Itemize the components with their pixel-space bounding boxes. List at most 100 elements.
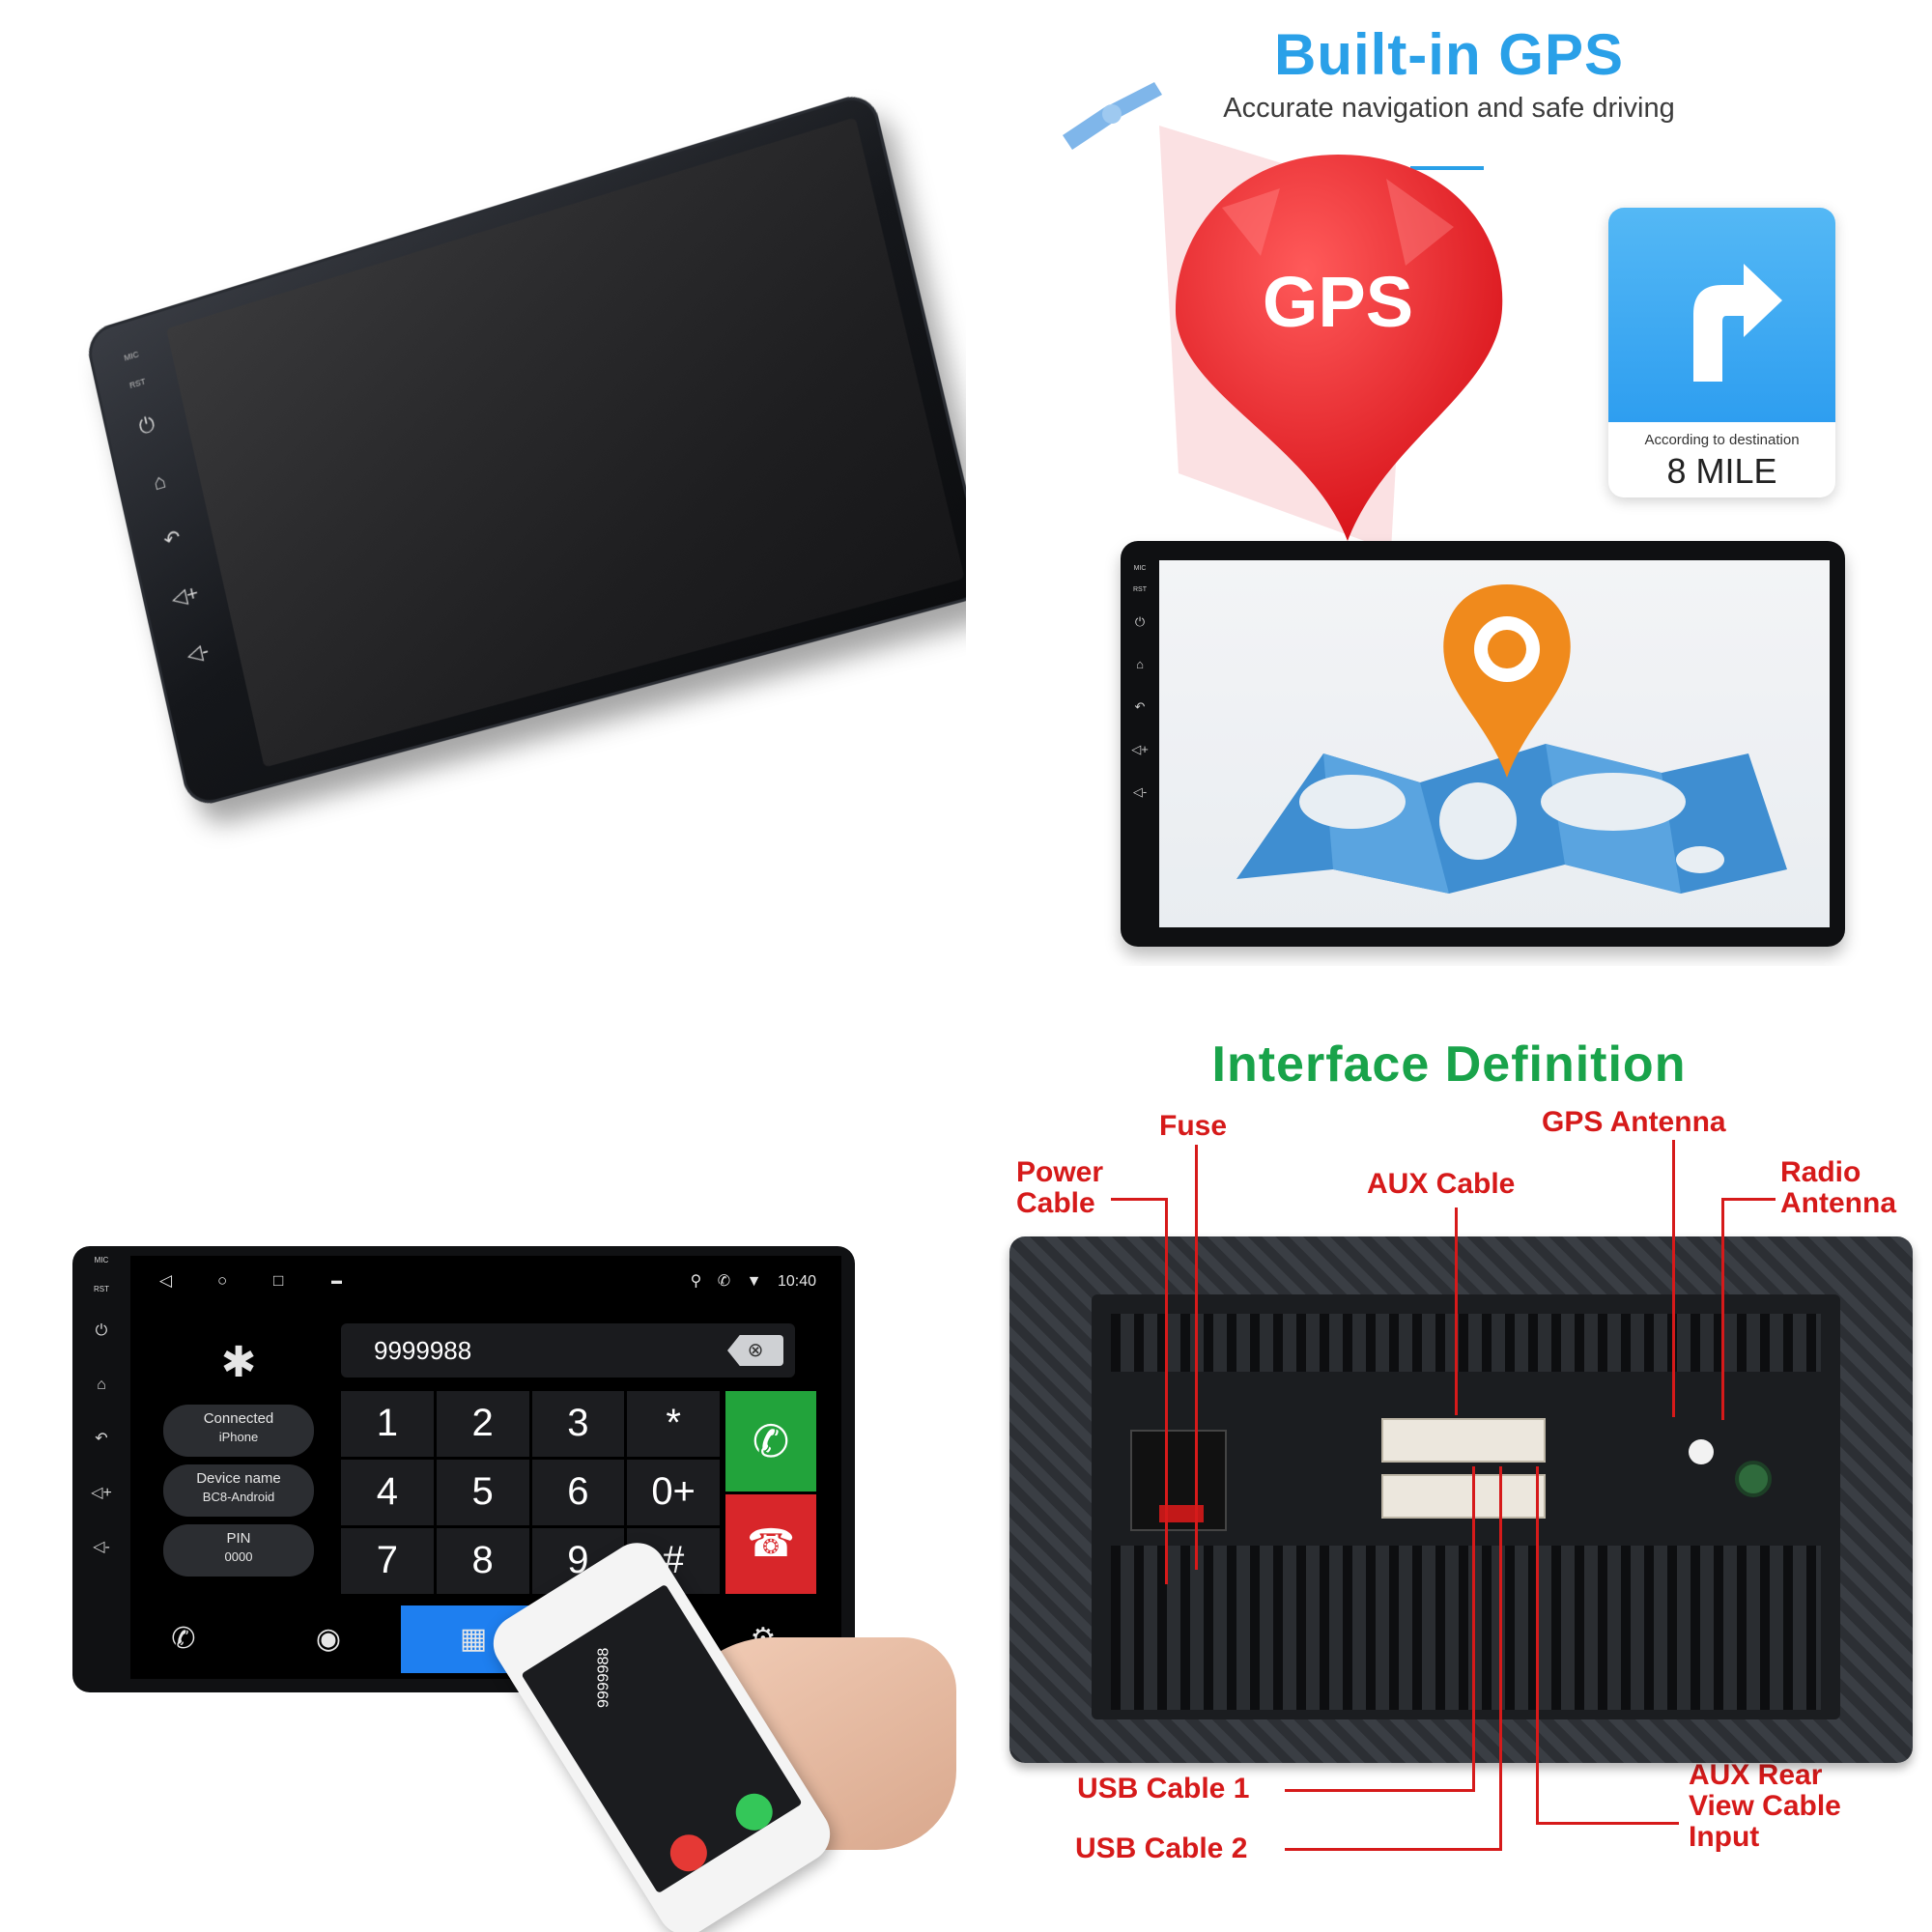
device-name-label: Device name xyxy=(196,1470,281,1487)
location-pin-icon xyxy=(1435,580,1579,782)
pin-pill: PIN 0000 xyxy=(163,1524,314,1577)
aux-connector xyxy=(1381,1418,1546,1463)
key-star[interactable]: * xyxy=(627,1391,720,1457)
aux-rear-label-line2: View Cable xyxy=(1689,1791,1841,1822)
bottom-vents xyxy=(1111,1546,1821,1710)
key-2[interactable]: 2 xyxy=(437,1391,529,1457)
dial-number-value: 9999988 xyxy=(374,1336,471,1365)
call-log-icon: ✆ xyxy=(171,1623,195,1655)
power-icon: ⏻ xyxy=(1126,601,1153,643)
destination-distance: 8 MILE xyxy=(1608,451,1835,492)
leader-line xyxy=(1195,1145,1198,1570)
reset-label: RST xyxy=(1126,580,1153,601)
side-button-column: MIC RST ⏻ ⌂ ↶ ◁+ ◁- xyxy=(1126,558,1153,813)
power-cable-label-line1: Power xyxy=(1016,1157,1103,1188)
key-4[interactable]: 4 xyxy=(341,1460,434,1525)
key-6[interactable]: 6 xyxy=(532,1460,625,1525)
usb-connector xyxy=(1381,1474,1546,1519)
aux-cable-label: AUX Cable xyxy=(1367,1169,1515,1200)
bluetooth-dialer-panel: MIC RST ⏻ ⌂ ↶ ◁+ ◁- ◁ ○ □ ▬ ⚲ ✆ ▼ 10:40 xyxy=(0,966,966,1932)
volume-down-icon: ◁- xyxy=(1126,771,1153,813)
nav-back-icon[interactable]: ◁ xyxy=(159,1271,172,1291)
back-icon: ↶ xyxy=(1126,686,1153,728)
backspace-button[interactable]: ⊗ xyxy=(727,1335,783,1366)
leader-line xyxy=(1536,1822,1679,1825)
mic-label: MIC xyxy=(72,1246,130,1275)
key-0-plus[interactable]: 0+ xyxy=(627,1460,720,1525)
pin-value: 0000 xyxy=(163,1549,314,1564)
aux-rear-label-line3: Input xyxy=(1689,1822,1759,1853)
usb-cable-2-label: USB Cable 2 xyxy=(1075,1833,1247,1864)
key-7[interactable]: 7 xyxy=(341,1528,434,1594)
device-name-value: BC8-Android xyxy=(163,1490,314,1504)
head-unit-rear xyxy=(1009,1236,1913,1763)
rear-connector-plate xyxy=(1092,1294,1840,1719)
volume-up-icon[interactable]: ◁+ xyxy=(72,1466,130,1520)
destination-card: According to destination 8 MILE xyxy=(1608,208,1835,497)
map-screen xyxy=(1159,560,1830,927)
leader-line xyxy=(1472,1466,1475,1790)
radio-antenna-label-line1: Radio xyxy=(1780,1157,1861,1188)
tab-contacts[interactable]: ◉ xyxy=(256,1605,401,1673)
gps-feature-panel: Built-in GPS Accurate navigation and saf… xyxy=(966,0,1932,966)
fuse-label: Fuse xyxy=(1159,1111,1227,1142)
smartphone-in-hand: 9999988 xyxy=(541,1546,889,1893)
destination-caption: According to destination xyxy=(1608,432,1835,448)
key-1[interactable]: 1 xyxy=(341,1391,434,1457)
nav-recent-icon[interactable]: □ xyxy=(273,1271,283,1291)
leader-line xyxy=(1111,1198,1167,1201)
call-button[interactable]: ✆ xyxy=(725,1391,816,1492)
gps-antenna-label: GPS Antenna xyxy=(1542,1107,1726,1138)
volume-down-icon[interactable]: ◁- xyxy=(72,1520,130,1575)
volume-down-icon: ◁- xyxy=(170,618,225,687)
interface-title: Interface Definition xyxy=(966,1036,1932,1094)
usb-cable-1-label: USB Cable 1 xyxy=(1077,1774,1249,1804)
power-cable-label-line2: Cable xyxy=(1016,1188,1095,1219)
phone-decline-button xyxy=(664,1828,714,1878)
turn-right-arrow-icon xyxy=(1608,208,1835,422)
reset-label: RST xyxy=(72,1275,130,1304)
top-vents xyxy=(1111,1314,1821,1372)
dial-number-field[interactable]: 9999988 ⊗ xyxy=(341,1323,795,1378)
phone-status-icon: ✆ xyxy=(718,1273,730,1290)
app-icon: ▬ xyxy=(331,1275,342,1287)
blank-screen xyxy=(166,117,965,767)
back-icon[interactable]: ↶ xyxy=(72,1412,130,1466)
turn-arrow-panel xyxy=(1608,208,1835,422)
contacts-icon: ◉ xyxy=(316,1623,341,1655)
key-5[interactable]: 5 xyxy=(437,1460,529,1525)
leader-line xyxy=(1455,1208,1458,1415)
product-photo-front: MIC RST ⏻ ⌂ ↶ ◁+ ◁- xyxy=(0,0,966,966)
key-8[interactable]: 8 xyxy=(437,1528,529,1594)
home-icon[interactable]: ⌂ xyxy=(72,1358,130,1412)
head-unit-front: MIC RST ⏻ ⌂ ↶ ◁+ ◁- xyxy=(84,90,966,810)
volume-up-icon: ◁+ xyxy=(157,561,213,630)
connected-value: iPhone xyxy=(163,1430,314,1444)
clock-time: 10:40 xyxy=(778,1273,816,1290)
volume-up-icon: ◁+ xyxy=(1126,728,1153,771)
leader-line xyxy=(1721,1198,1776,1201)
leader-line xyxy=(1285,1789,1475,1792)
leader-line xyxy=(1499,1466,1502,1850)
aux-rear-label-line1: AUX Rear xyxy=(1689,1760,1822,1791)
gps-antenna-port xyxy=(1689,1439,1714,1464)
phone-screen: 9999988 xyxy=(521,1584,802,1894)
leader-line xyxy=(1285,1848,1502,1851)
pin-label: PIN xyxy=(226,1530,250,1547)
leader-line xyxy=(1672,1140,1675,1417)
nav-home-icon[interactable]: ○ xyxy=(217,1271,227,1291)
home-icon: ⌂ xyxy=(1126,643,1153,686)
wifi-icon: ▼ xyxy=(747,1273,762,1290)
tab-call-log[interactable]: ✆ xyxy=(111,1605,256,1673)
mic-label: MIC xyxy=(1126,558,1153,580)
leader-line xyxy=(1536,1466,1539,1824)
clear-icon: ⊗ xyxy=(748,1340,764,1361)
connected-pill: Connected iPhone xyxy=(163,1405,314,1457)
bluetooth-icon: ✱ xyxy=(157,1329,320,1397)
connected-label: Connected xyxy=(204,1410,274,1427)
radio-antenna-port xyxy=(1735,1461,1772,1497)
dialpad-icon: ▦ xyxy=(460,1623,487,1655)
power-icon[interactable]: ⏻ xyxy=(72,1304,130,1358)
leader-line xyxy=(1721,1198,1724,1420)
key-3[interactable]: 3 xyxy=(532,1391,625,1457)
